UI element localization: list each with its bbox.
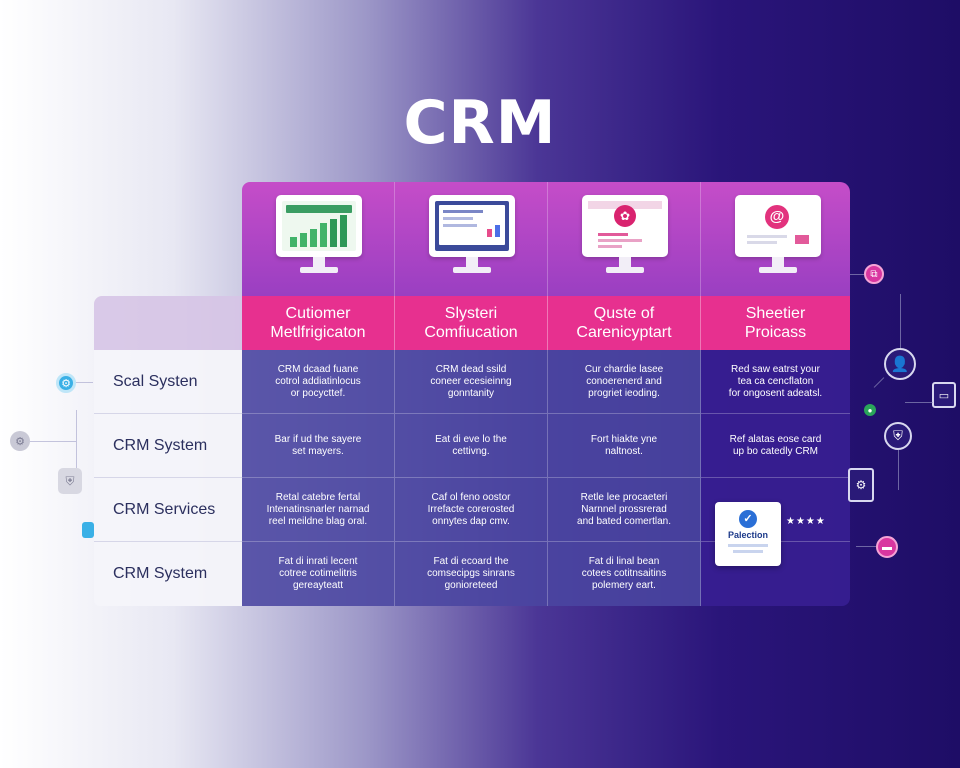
connector-line <box>873 377 885 388</box>
message-icon: ▭ <box>932 382 956 408</box>
column-header-1: Cutiomer Metlfrigicaton <box>242 296 395 350</box>
email-monitor-icon: @ <box>735 195 821 277</box>
badge-card: ✓ Palection <box>715 502 781 566</box>
page-title: CRM <box>403 88 557 158</box>
dashboard-monitor-icon <box>429 195 515 277</box>
shield-icon: ⛨ <box>58 468 82 494</box>
shield-check-icon: ⛨ <box>884 422 912 450</box>
column-icon-2 <box>395 182 548 296</box>
settings-icon: ⚙ <box>10 431 30 451</box>
gear-icon: ⚙ <box>56 373 76 393</box>
link-icon: ⧉ <box>864 264 884 284</box>
online-dot-icon: ● <box>864 404 876 416</box>
check-icon: ✓ <box>739 510 757 528</box>
connector-line <box>856 546 876 547</box>
document-icon: ⚙ <box>848 468 874 502</box>
crm-comparison-table: ✿ @ Cutiomer Metlfrigicaton Slysteri Com… <box>94 182 850 610</box>
card-icon: ▬ <box>876 536 898 558</box>
column-header-3: Quste of Carenicyptart <box>548 296 701 350</box>
table-cell: CRM dead ssild coneer ecesieinng gonntan… <box>395 350 548 414</box>
connector-line <box>30 441 76 442</box>
table-cell: Cur chardie lasee conoerenerd and progri… <box>548 350 701 414</box>
table-cell: CRM dcaad fuane cotrol addiatinlocus or … <box>242 350 395 414</box>
table-cell: Fat di ecoard the comsecipgs sinrans gon… <box>395 542 548 606</box>
row-label-4: CRM System <box>94 542 242 606</box>
connector-line <box>898 450 899 490</box>
table-cell: Caf ol feno oostor Irrefacte corerosted … <box>395 478 548 542</box>
column-header-2: Slysteri Comfiucation <box>395 296 548 350</box>
badge-text: Palection <box>727 530 768 540</box>
connector-line <box>850 274 864 275</box>
row-label-3: CRM Services <box>94 478 242 542</box>
row-label-2: CRM System <box>94 414 242 478</box>
rating-stars: ★★★★ <box>786 516 826 527</box>
table-cell: Retle lee procaeteri Narnnel prossrerad … <box>548 478 701 542</box>
table-cell: Red saw eatrst your tea ca cencflaton fo… <box>701 350 850 414</box>
column-icon-3: ✿ <box>548 182 701 296</box>
table-cell: Fat di inrati lecent cotree cotimelitris… <box>242 542 395 606</box>
connector-line <box>76 410 77 470</box>
bar-chart-monitor-icon <box>276 195 362 277</box>
header-corner <box>94 296 242 350</box>
column-icon-4: @ <box>701 182 850 296</box>
table-cell: Fort hiakte yne naltnost. <box>548 414 701 478</box>
table-cell: Bar if ud the sayere set mayers. <box>242 414 395 478</box>
table-cell: Ref alatas eose card up bo catedly CRM <box>701 414 850 478</box>
alert-monitor-icon: ✿ <box>582 195 668 277</box>
connector-line <box>900 294 901 348</box>
user-icon: 👤 <box>884 348 916 380</box>
table-cell: Fat di linal bean cotees cotitnsaitins p… <box>548 542 701 606</box>
table-cell: Eat di eve lo the cettivng. <box>395 414 548 478</box>
status-dot-icon <box>82 522 94 538</box>
column-header-4: Sheetier Proicass <box>701 296 850 350</box>
connector-line <box>75 382 93 383</box>
row-label-1: Scal Systen <box>94 350 242 414</box>
table-cell: Retal catebre fertal Intenatinsnarler na… <box>242 478 395 542</box>
column-icon-1 <box>242 182 395 296</box>
connector-line <box>905 402 933 403</box>
